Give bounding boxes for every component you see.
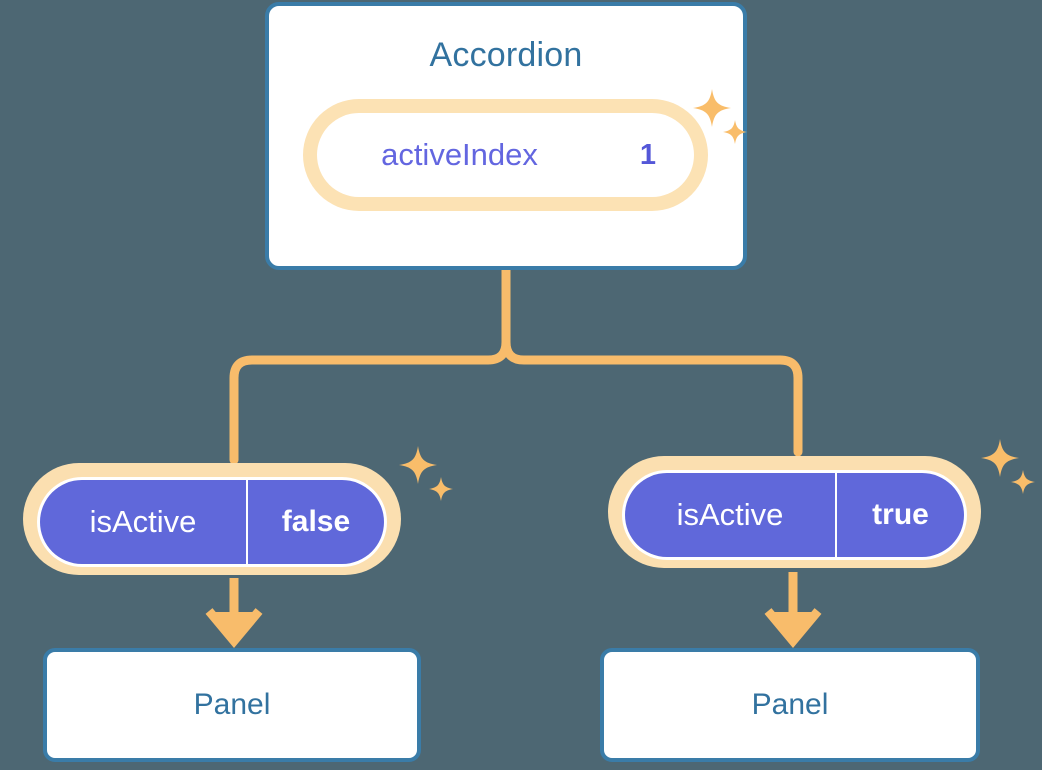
panel-title: Panel (193, 688, 271, 721)
sparkle-icon (399, 446, 453, 501)
arrow-head-right (772, 612, 814, 643)
pill-inner: activeIndex 1 (317, 113, 694, 197)
pill-inner: isActive true (622, 470, 967, 560)
pill-inner: isActive false (37, 477, 387, 567)
branch-connector-icon (501, 265, 803, 457)
prop-pill-isactive-true[interactable]: isActive true (608, 456, 981, 568)
arrow-head-left (213, 612, 255, 643)
state-key-label: activeIndex (381, 137, 538, 172)
branch-connector-left-icon (229, 337, 511, 465)
arrow-down-icon-right (764, 572, 822, 649)
panel-card-left[interactable]: Panel (43, 648, 421, 762)
prop-value-label: false (246, 480, 384, 564)
prop-value-label: true (835, 473, 964, 557)
prop-pill-isactive-false[interactable]: isActive false (23, 463, 401, 575)
prop-key-label: isActive (625, 473, 835, 557)
prop-key-label: isActive (40, 480, 246, 564)
sparkle-icon (981, 439, 1035, 494)
panel-title: Panel (751, 688, 829, 721)
state-value-label: 1 (639, 138, 657, 171)
state-pill-activeindex[interactable]: activeIndex 1 (303, 99, 708, 211)
arrow-down-icon (205, 578, 263, 649)
page-title: Accordion (429, 36, 583, 74)
panel-card-right[interactable]: Panel (600, 648, 980, 762)
